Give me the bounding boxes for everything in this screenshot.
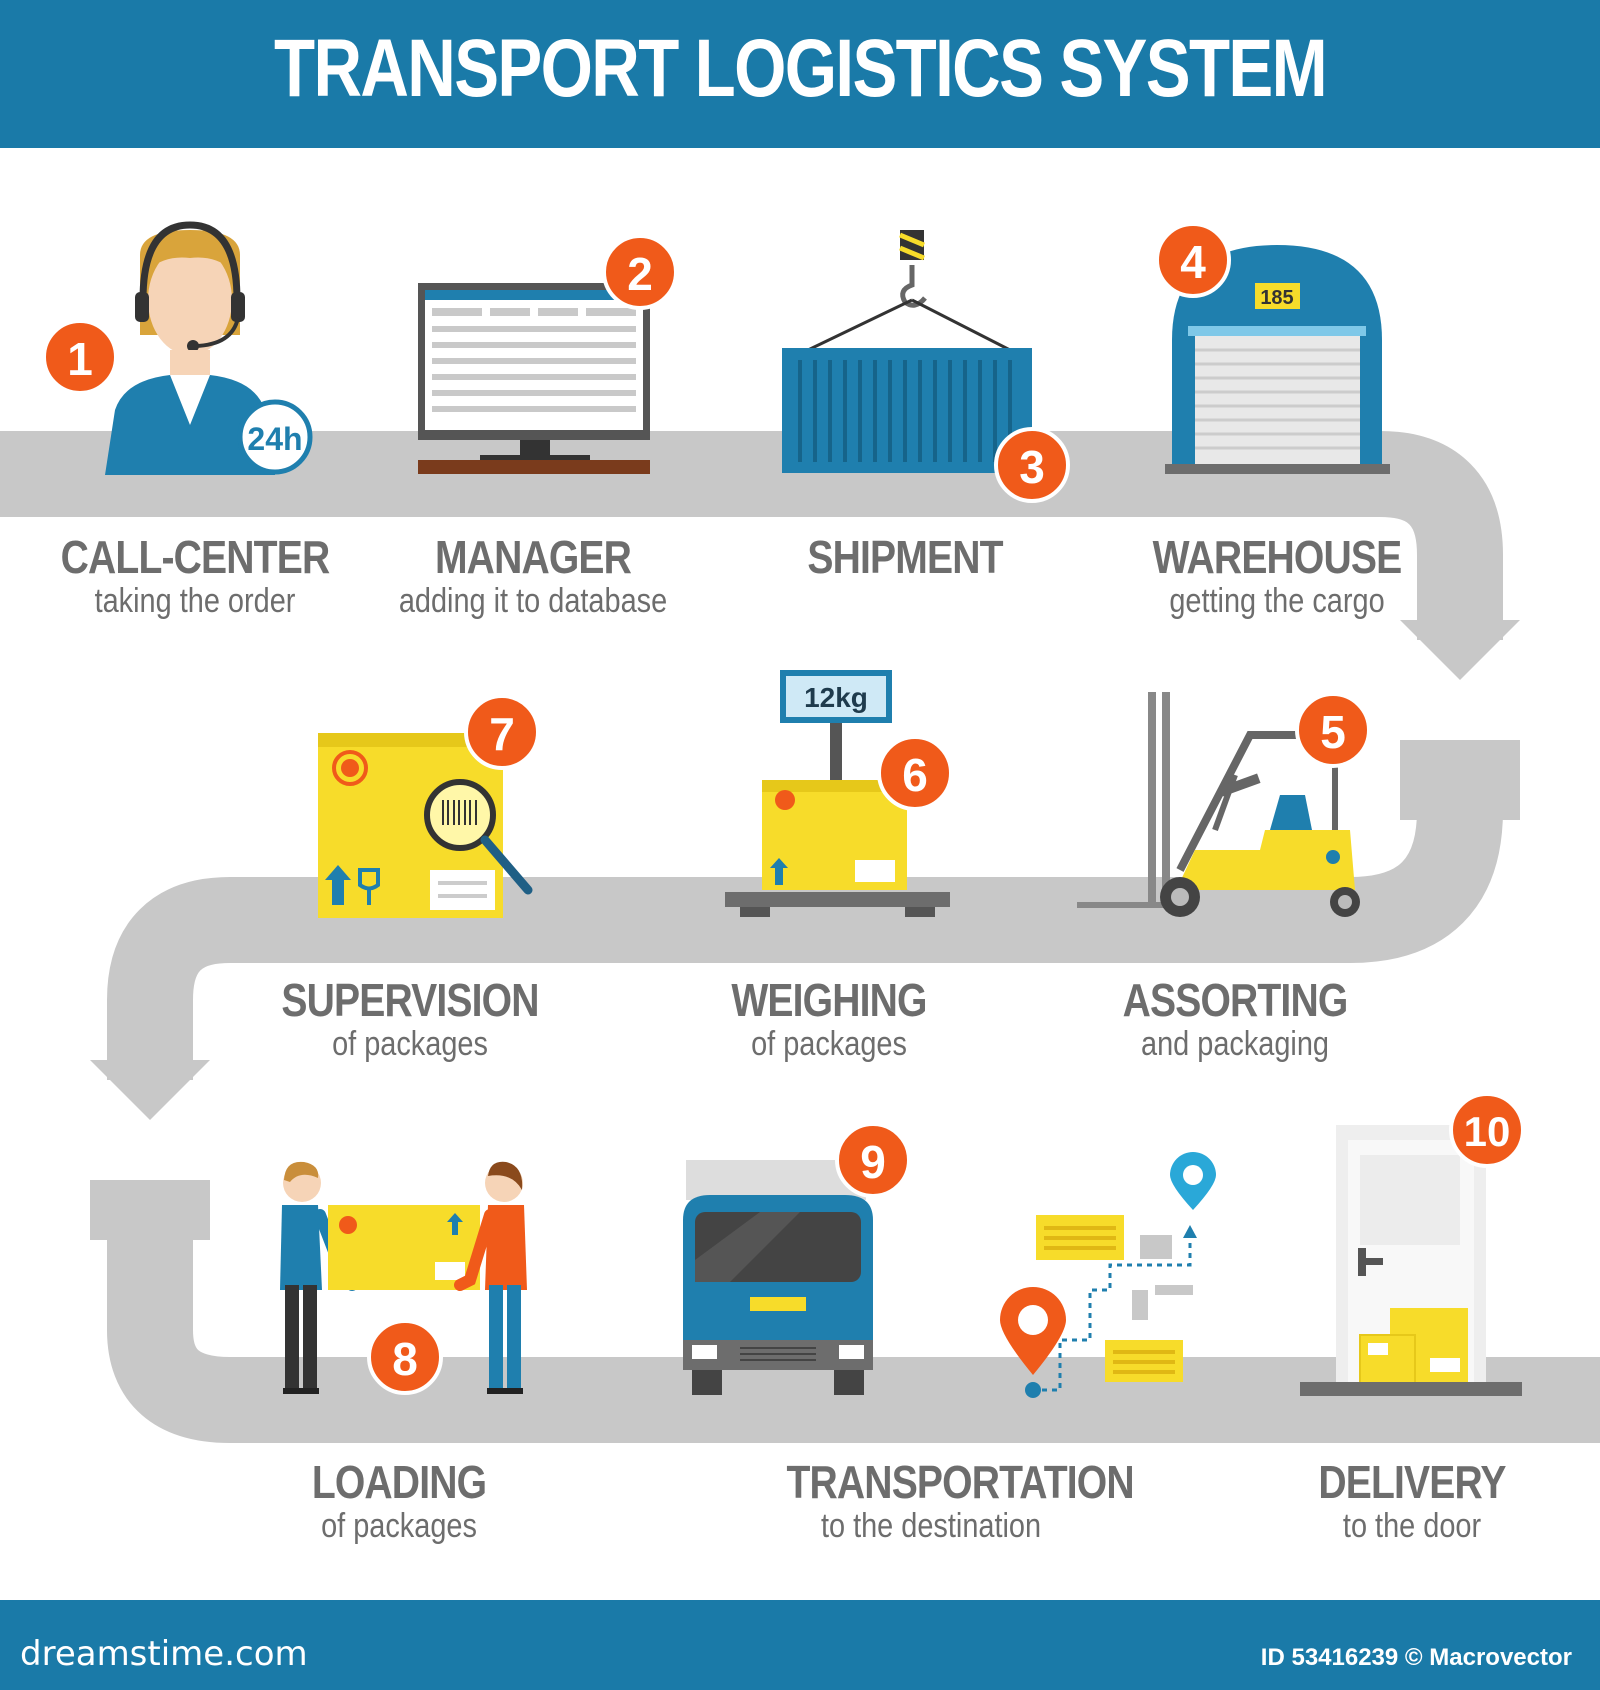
step-label-shipment: SHIPMENT [735, 533, 1075, 581]
svg-text:6: 6 [902, 749, 928, 801]
road-arrow-down-2 [90, 1060, 210, 1120]
24h-label: 24h [247, 421, 302, 457]
svg-text:3: 3 [1019, 441, 1045, 493]
svg-text:4: 4 [1180, 236, 1206, 288]
badge-1: 1 [42, 319, 118, 395]
page-title: TRANSPORT LOGISTICS SYSTEM [274, 23, 1328, 114]
step-label-weighing: WEIGHING of packages [659, 976, 999, 1064]
step-subtitle: of packages [751, 1025, 907, 1063]
road-arrows [90, 620, 1520, 1240]
call-center-operator-icon: 24h [105, 221, 313, 475]
step-title: LOADING [311, 1456, 487, 1508]
container-crane-icon [782, 230, 1032, 473]
step-title: TRANSPORTATION [786, 1456, 1135, 1508]
step-label-supervision: SUPERVISION of packages [240, 976, 580, 1064]
step-subtitle: to the destination [820, 1507, 1042, 1545]
step-title: ASSORTING [1122, 974, 1349, 1026]
step-subtitle: of packages [332, 1025, 488, 1063]
monitor-database-icon [418, 283, 650, 474]
step-label-warehouse: WAREHOUSE getting the cargo [1107, 533, 1447, 621]
warehouse-door-number: 185 [1260, 287, 1293, 309]
step-title: SUPERVISION [281, 974, 539, 1026]
step-title: CALL-CENTER [60, 531, 331, 583]
step-label-manager: MANAGER adding it to database [363, 533, 703, 621]
step-title: MANAGER [434, 531, 632, 583]
door-delivery-icon [1300, 1125, 1522, 1396]
road-arrow-down-1 [1400, 620, 1520, 680]
warehouse-icon: 185 [1165, 245, 1390, 474]
step-subtitle: taking the order [94, 582, 296, 620]
step-label-loading: LOADING of packages [229, 1458, 569, 1546]
svg-text:8: 8 [392, 1333, 418, 1385]
badge-5: 5 [1295, 692, 1371, 768]
step-subtitle: to the door [1342, 1507, 1482, 1545]
badge-2: 2 [602, 234, 678, 310]
svg-text:1: 1 [67, 333, 93, 385]
step-label-transportation: TRANSPORTATION to the destination [761, 1456, 1135, 1546]
step-title: WEIGHING [731, 974, 927, 1026]
road-arrow-notch-1 [1400, 740, 1520, 820]
badge-6: 6 [877, 735, 953, 811]
scale-icon: 12kg [725, 670, 950, 917]
svg-text:10: 10 [1464, 1108, 1511, 1155]
svg-text:9: 9 [860, 1136, 886, 1188]
step-title: DELIVERY [1318, 1456, 1506, 1508]
truck-icon [683, 1160, 873, 1395]
step-subtitle: and packaging [1140, 1025, 1330, 1063]
step-title: WAREHOUSE [1152, 531, 1403, 583]
badge-4: 4 [1155, 222, 1231, 298]
badge-10: 10 [1449, 1092, 1525, 1168]
footer-banner: dreamstime.com ID 53416239 © Macrovector [0, 1600, 1600, 1690]
route-map-icon [1000, 1152, 1216, 1398]
badge-9: 9 [835, 1122, 911, 1198]
scale-weight-readout: 12kg [804, 682, 868, 713]
road-arrow-notch-2 [90, 1180, 210, 1240]
step-label-delivery: DELIVERY to the door [1242, 1458, 1582, 1546]
badge-8: 8 [367, 1319, 443, 1395]
svg-text:7: 7 [489, 708, 515, 760]
badge-7: 7 [464, 694, 540, 770]
process-diagram: 24h [0, 221, 1600, 1443]
badge-3: 3 [994, 427, 1070, 503]
package-inspection-icon [318, 733, 533, 918]
people-loading-icon [280, 1161, 527, 1394]
footer-image-id: ID 53416239 © Macrovector [1260, 1644, 1572, 1671]
step-label-call-center: CALL-CENTER taking the order [25, 533, 365, 621]
process-road [0, 431, 1600, 1443]
header-banner: TRANSPORT LOGISTICS SYSTEM [0, 0, 1600, 148]
footer-brand: dreamstime.com [20, 1634, 308, 1674]
step-subtitle: getting the cargo [1169, 582, 1385, 620]
step-subtitle: adding it to database [398, 582, 668, 620]
step-title: SHIPMENT [807, 531, 1003, 583]
svg-text:5: 5 [1320, 706, 1346, 758]
step-subtitle: of packages [321, 1507, 477, 1545]
step-label-assorting: ASSORTING and packaging [1065, 976, 1405, 1064]
svg-text:2: 2 [627, 248, 653, 300]
